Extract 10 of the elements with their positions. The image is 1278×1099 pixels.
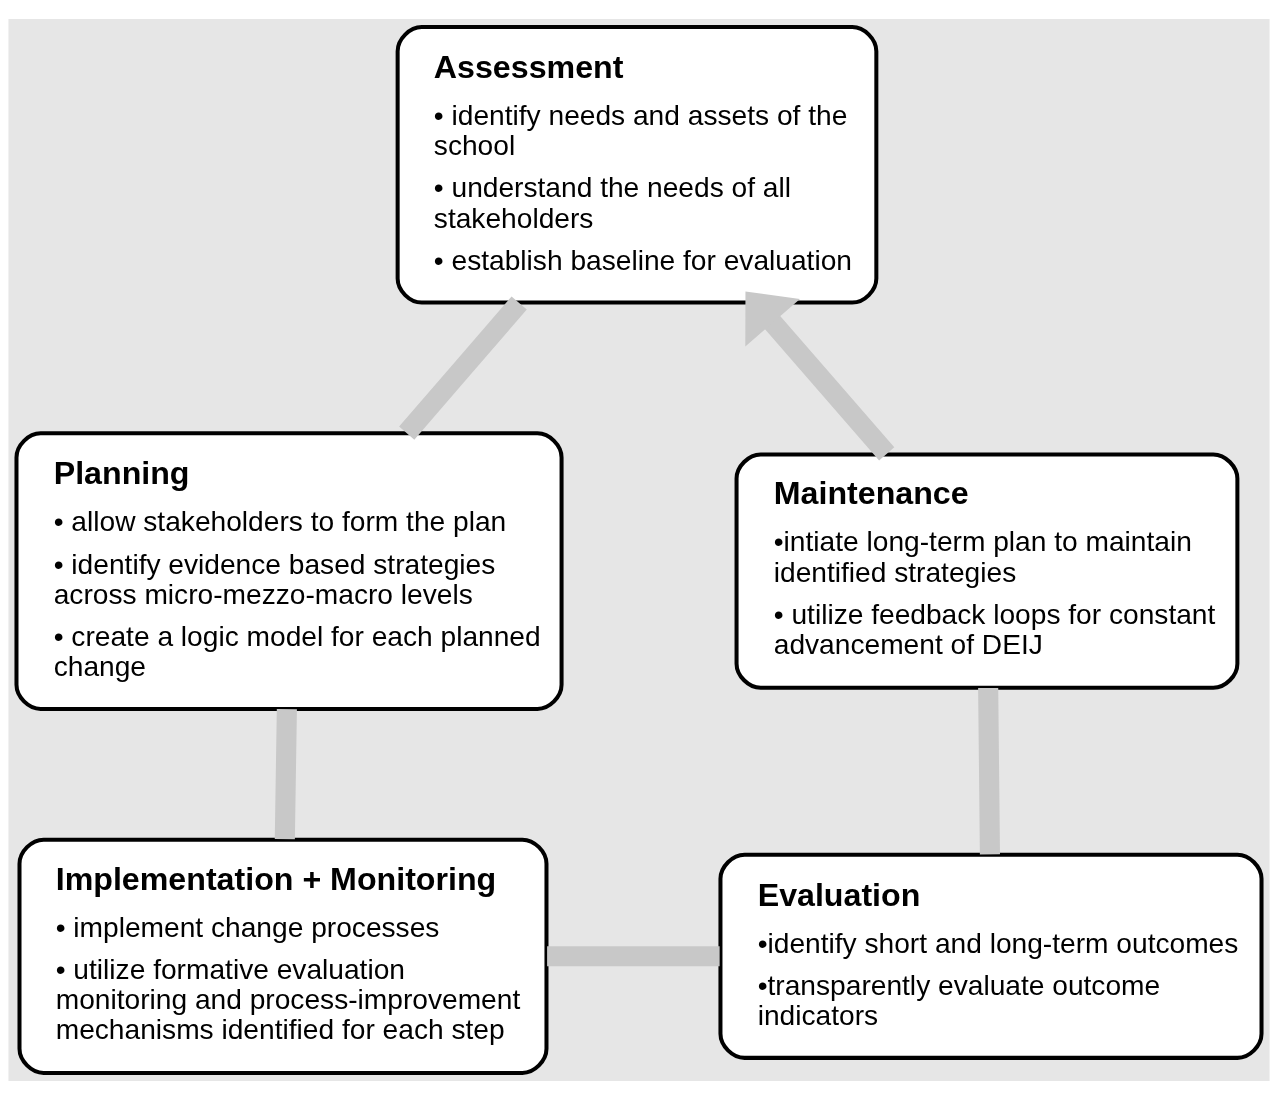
arrow xyxy=(745,291,895,460)
node-box: Evaluation •identify short and long-term outcomes •transparently evaluate outcome indicators xyxy=(718,852,1264,1060)
node-box: Maintenance •intiate long-term plan to maintain identified strategies • utilize feedback loops for constant advancement of DEIJ xyxy=(734,451,1240,690)
connector xyxy=(978,687,1000,855)
node-box: Assessment • identify needs and assets of the school • understand the needs of all stakeholders • establish baseline for evaluation xyxy=(395,24,879,305)
node-box: Planning • allow stakeholders to form the plan • identify evidence based strategies across micro-mezzo-macro levels • create a logic model for each planned change xyxy=(14,430,564,711)
connector xyxy=(547,945,720,966)
node-box: Implementation + Monitoring • implement change processes • utilize formative evaluation monitoring and process-improvement mechanisms identified for each step xyxy=(17,837,549,1075)
connector xyxy=(399,295,527,440)
connector xyxy=(274,708,297,839)
